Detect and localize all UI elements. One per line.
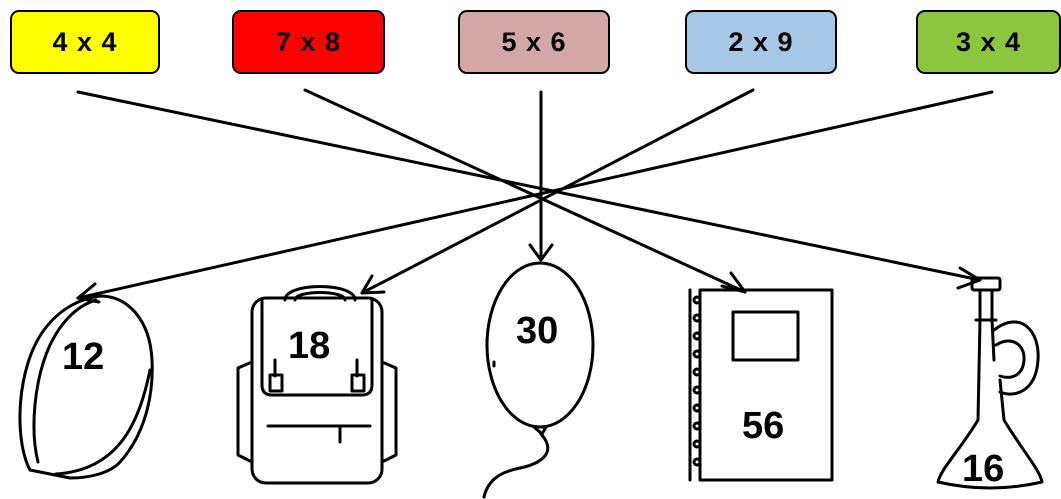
match-arrow-3x4-12 [76,90,994,304]
tennis-ball-icon [18,294,154,480]
problem-box-3x4: 3 x 4 [916,10,1061,74]
notebook-icon [688,288,834,482]
match-arrow-5x6-30 [528,90,554,262]
trumpet-icon [936,276,1044,490]
problem-box-5x6: 5 x 6 [458,10,610,74]
answer-18: 18 [288,325,331,367]
problem-box-7x8: 7 x 8 [232,10,385,74]
problem-box-4x4: 4 x 4 [10,10,160,74]
answer-12: 12 [62,336,105,378]
match-arrow-4x4-16 [76,90,982,290]
answer-30: 30 [516,310,559,352]
backpack-icon [236,285,398,485]
match-arrow-7x8-56 [303,88,747,294]
answer-56: 56 [742,405,785,447]
balloon-icon [482,261,595,499]
problem-box-2x9: 2 x 9 [685,10,837,74]
match-arrow-2x9-18 [360,88,755,295]
answer-16: 16 [962,448,1005,490]
